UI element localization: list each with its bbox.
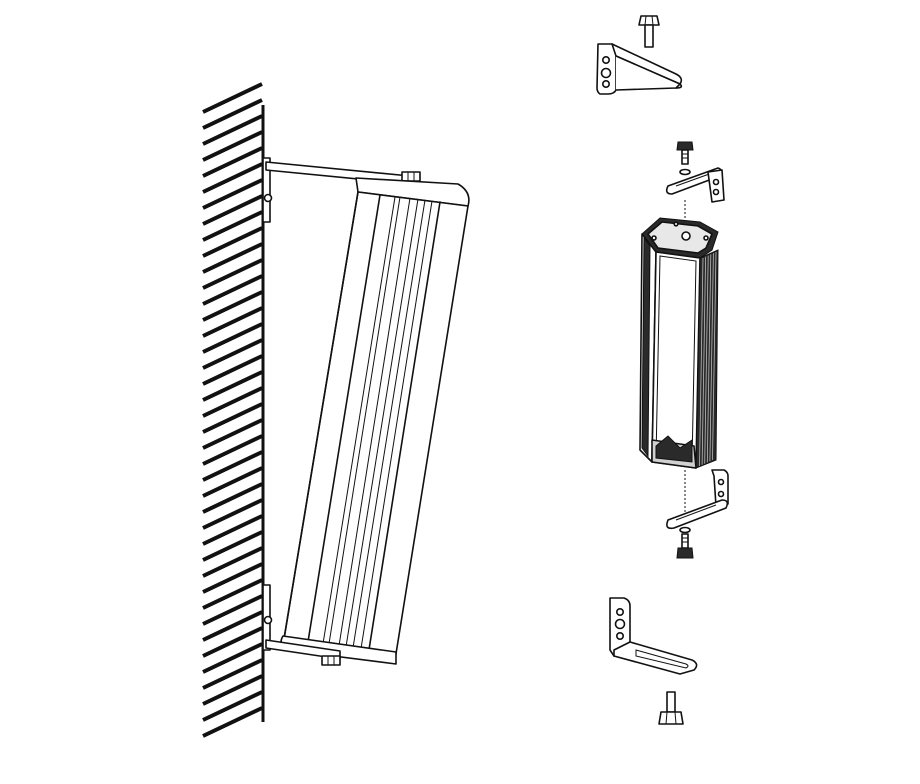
wall-hatch-line	[202, 274, 263, 306]
wall-hatch-line	[202, 514, 263, 546]
wall-hatch-line	[202, 162, 263, 194]
cabinet-rib-line	[709, 253, 714, 462]
wall-hatch-line	[202, 98, 263, 130]
wall-hatch-line	[202, 242, 263, 274]
wall-hatching	[202, 82, 263, 738]
wall-hatch-line	[202, 450, 263, 482]
wall-hatch-line	[202, 466, 263, 498]
wall-hatch-line	[202, 434, 263, 466]
cabinet-rib-line	[699, 257, 704, 467]
wall-hatch-line	[202, 546, 263, 578]
wall-hatch-line	[202, 226, 263, 258]
wall-hatch-line	[202, 402, 263, 434]
wall-hatch-line	[202, 578, 263, 610]
bottom-wall-bracket	[262, 584, 341, 660]
wall-hatch-line	[202, 338, 263, 370]
wall-hatch-line	[202, 322, 263, 354]
wall-hatch-line	[202, 258, 263, 290]
wall-hatch-line	[202, 594, 263, 626]
wall-hatch-line	[202, 354, 263, 386]
small-top-bolt	[676, 141, 694, 176]
wall-hatch-line	[202, 498, 263, 530]
wall-hatch-line	[202, 130, 263, 162]
wall-hatch-line	[202, 114, 263, 146]
wall-hatch-line	[202, 530, 263, 562]
wall-hatch-line	[202, 306, 263, 338]
wall-hatch-line	[202, 82, 263, 114]
wall-hatch-line	[202, 370, 263, 402]
cabinet-ribs	[699, 251, 717, 467]
bottom-mount-bolt	[321, 655, 341, 666]
wall-hatch-line	[202, 210, 263, 242]
speaker-body	[282, 191, 469, 661]
wall-hatch-line	[202, 642, 263, 674]
wall-hatch-line	[202, 194, 263, 226]
wall-hatch-line	[202, 658, 263, 690]
wall-hatch-line	[202, 418, 263, 450]
cabinet-rib-line	[706, 254, 712, 463]
wall-hatch-line	[202, 290, 263, 322]
wall-hatch-line	[202, 610, 263, 642]
small-bottom-bracket	[666, 469, 729, 530]
bottom-large-bolt	[658, 691, 684, 725]
wall-hatch-line	[202, 706, 263, 738]
small-bottom-bolt	[676, 526, 694, 559]
cabinet-rib-line	[701, 256, 706, 465]
wall-hatch-line	[202, 482, 263, 514]
small-top-bracket	[665, 167, 725, 203]
top-mount-bolt	[401, 171, 421, 182]
wall-hatch-line	[202, 178, 263, 210]
bottom-large-l-bracket	[609, 597, 698, 675]
cabinet-rib-line	[712, 251, 717, 461]
wall-hatch-line	[202, 386, 263, 418]
wall-hatch-line	[202, 626, 263, 658]
cabinet-rib-line	[704, 255, 709, 464]
wall	[202, 82, 265, 738]
wall-hatch-line	[202, 674, 263, 706]
mounted-speaker	[262, 157, 470, 666]
top-large-l-bracket	[596, 43, 683, 95]
wall-hatch-line	[202, 690, 263, 722]
top-large-bolt	[638, 15, 660, 48]
speaker-cabinet	[639, 217, 719, 469]
wall-hatch-line	[202, 562, 263, 594]
wall-hatch-line	[202, 146, 263, 178]
